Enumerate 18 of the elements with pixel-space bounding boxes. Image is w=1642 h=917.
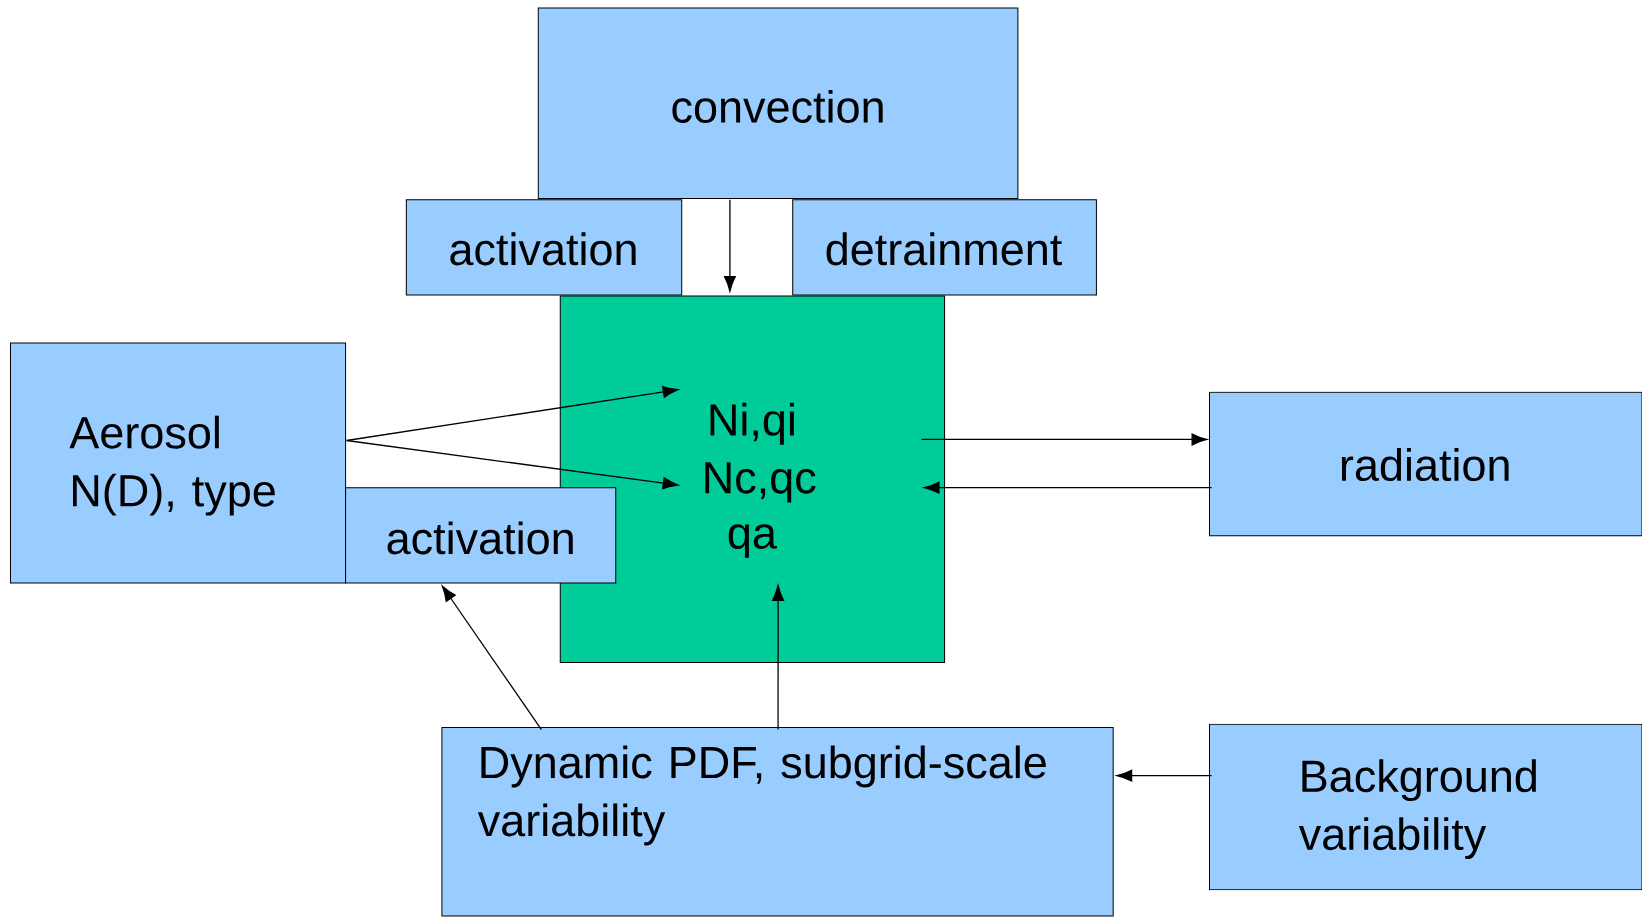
arrow [1116,769,1213,782]
arrow [772,585,785,731]
arrow [920,433,1208,446]
arrow [441,585,543,731]
variable-label: Ni,qi [710,402,794,445]
arrow [346,385,679,442]
label-box: Aerosol N(D), type [10,342,347,584]
label-box: Dynamic PDF, subgrid-scale variability [441,726,1114,917]
variable-label: qa [728,524,777,558]
label-box: activation [405,199,683,296]
arrow [723,199,736,292]
label-box: Background variability [1209,723,1642,891]
label-box: radiation [1209,391,1642,537]
arrow [923,481,1213,494]
variable-label: Nc,qc [705,462,816,503]
arrow [346,439,679,490]
label-box: detrainment [792,199,1097,296]
label-box: activation [345,487,617,584]
